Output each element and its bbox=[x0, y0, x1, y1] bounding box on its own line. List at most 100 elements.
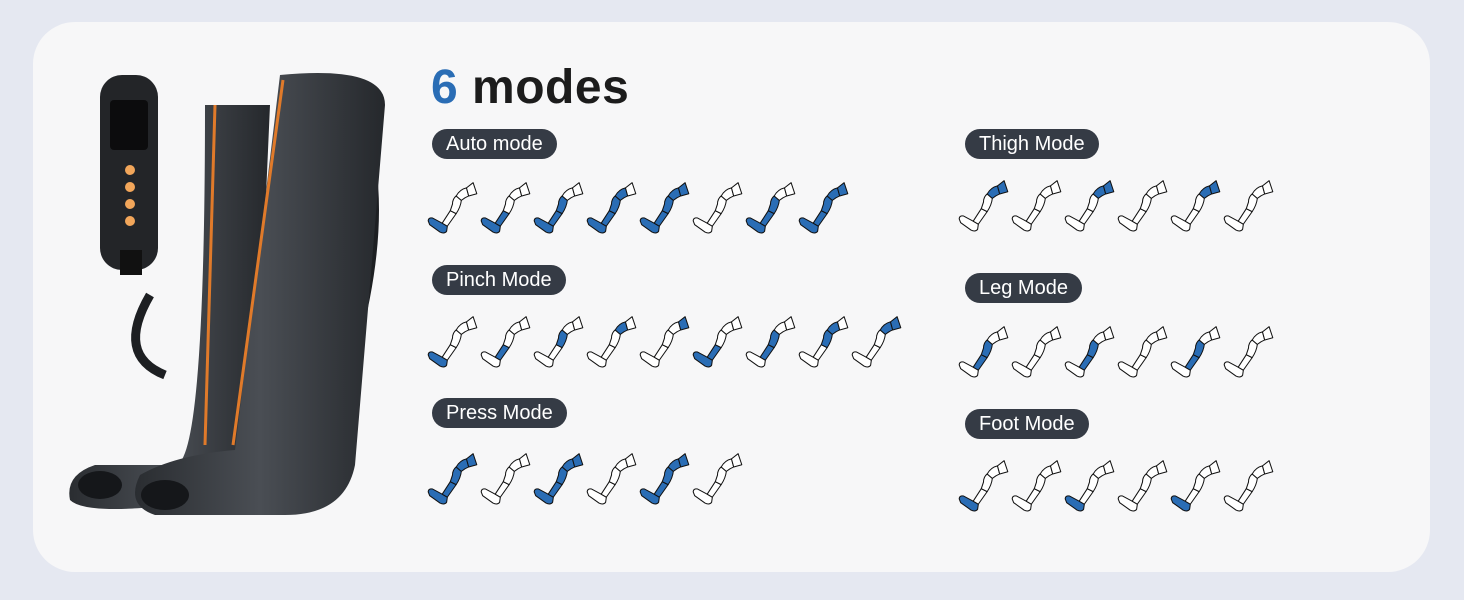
leg-segment-foot-active bbox=[692, 351, 713, 368]
leg-segment-upper-thigh bbox=[1208, 460, 1221, 475]
leg-step-icon bbox=[1223, 326, 1274, 378]
leg-mode-sequence bbox=[957, 316, 1275, 386]
leg-step-icon bbox=[480, 316, 531, 368]
leg-segment-foot bbox=[1011, 495, 1032, 512]
leg-segment-upper-thigh bbox=[1261, 180, 1274, 195]
leg-step-icon bbox=[1117, 326, 1168, 378]
leg-step-icon bbox=[480, 453, 531, 505]
leg-segment-foot bbox=[1223, 361, 1244, 378]
leg-segment-foot bbox=[480, 351, 501, 368]
leg-segment-upper-thigh bbox=[465, 316, 478, 331]
leg-step-icon bbox=[798, 182, 849, 234]
leg-step-icon bbox=[427, 316, 478, 368]
leg-segment-foot-active bbox=[798, 217, 819, 234]
leg-segment-foot-active bbox=[639, 488, 660, 505]
leg-segment-foot bbox=[586, 488, 607, 505]
mode-label-pinch: Pinch Mode bbox=[432, 265, 566, 295]
leg-segment-foot bbox=[1011, 361, 1032, 378]
leg-segment-foot-active bbox=[639, 217, 660, 234]
leg-segment-upper-thigh bbox=[1102, 460, 1115, 475]
leg-massager-product-image bbox=[69, 73, 385, 515]
leg-step-icon bbox=[692, 316, 743, 368]
mode-label-foot: Foot Mode bbox=[965, 409, 1089, 439]
leg-step-icon bbox=[692, 182, 743, 234]
leg-segment-upper-thigh bbox=[1155, 460, 1168, 475]
leg-segment-foot bbox=[798, 351, 819, 368]
leg-segment-foot bbox=[692, 217, 713, 234]
leg-step-icon bbox=[1064, 180, 1115, 232]
auto-mode-sequence bbox=[426, 172, 850, 242]
leg-step-icon bbox=[745, 316, 796, 368]
leg-segment-foot-active bbox=[745, 217, 766, 234]
leg-segment-foot bbox=[586, 351, 607, 368]
leg-step-icon bbox=[1223, 460, 1274, 512]
leg-segment-upper-thigh bbox=[571, 316, 584, 331]
leg-segment-foot bbox=[639, 351, 660, 368]
leg-segment-foot-active bbox=[427, 217, 448, 234]
leg-segment-foot bbox=[1223, 495, 1244, 512]
leg-step-icon bbox=[1011, 460, 1062, 512]
leg-segment-upper-thigh-active bbox=[465, 453, 478, 468]
leg-step-icon bbox=[1170, 180, 1221, 232]
leg-step-icon bbox=[639, 453, 690, 505]
leg-step-icon bbox=[586, 453, 637, 505]
leg-step-icon bbox=[480, 182, 531, 234]
leg-segment-foot bbox=[1117, 215, 1138, 232]
leg-segment-upper-thigh-active bbox=[677, 182, 690, 197]
leg-step-icon bbox=[958, 180, 1009, 232]
leg-segment-upper-thigh bbox=[571, 182, 584, 197]
leg-segment-foot-active bbox=[427, 488, 448, 505]
leg-segment-upper-thigh bbox=[1049, 326, 1062, 341]
title-text: modes bbox=[472, 61, 630, 114]
mode-count: 6 bbox=[431, 61, 459, 114]
leg-segment-foot bbox=[1064, 215, 1085, 232]
leg-segment-foot-active bbox=[1064, 495, 1085, 512]
pinch-mode-sequence bbox=[426, 306, 903, 376]
leg-segment-upper-thigh bbox=[1102, 326, 1115, 341]
leg-segment-upper-thigh bbox=[465, 182, 478, 197]
leg-segment-foot bbox=[1223, 215, 1244, 232]
leg-step-icon bbox=[639, 182, 690, 234]
mode-label-leg: Leg Mode bbox=[965, 273, 1082, 303]
leg-segment-foot bbox=[1011, 215, 1032, 232]
leg-segment-upper-thigh bbox=[518, 453, 531, 468]
leg-segment-upper-thigh bbox=[836, 316, 849, 331]
leg-segment-foot-active bbox=[586, 217, 607, 234]
leg-segment-upper-thigh bbox=[624, 316, 637, 331]
leg-segment-upper-thigh-active bbox=[1208, 180, 1221, 195]
leg-step-icon bbox=[1011, 180, 1062, 232]
leg-segment-upper-thigh-active bbox=[571, 453, 584, 468]
leg-segment-upper-thigh-active bbox=[996, 180, 1009, 195]
leg-segment-upper-thigh bbox=[518, 316, 531, 331]
leg-step-icon bbox=[1170, 460, 1221, 512]
mode-label-thigh: Thigh Mode bbox=[965, 129, 1099, 159]
leg-segment-foot bbox=[1170, 215, 1191, 232]
leg-segment-upper-thigh-active bbox=[889, 316, 902, 331]
leg-segment-upper-thigh bbox=[730, 316, 743, 331]
leg-segment-upper-thigh bbox=[1049, 460, 1062, 475]
leg-segment-upper-thigh bbox=[1261, 326, 1274, 341]
leg-step-icon bbox=[427, 182, 478, 234]
thigh-mode-sequence bbox=[957, 170, 1275, 240]
leg-segment-upper-thigh bbox=[730, 182, 743, 197]
leg-segment-foot bbox=[1117, 495, 1138, 512]
leg-segment-foot-active bbox=[958, 495, 979, 512]
leg-segment-foot-active bbox=[533, 217, 554, 234]
leg-step-icon bbox=[692, 453, 743, 505]
leg-step-icon bbox=[851, 316, 902, 368]
leg-step-icon bbox=[639, 316, 690, 368]
leg-segment-foot bbox=[692, 488, 713, 505]
leg-step-icon bbox=[1223, 180, 1274, 232]
leg-segment-upper-thigh-active bbox=[677, 453, 690, 468]
leg-step-icon bbox=[533, 182, 584, 234]
leg-segment-upper-thigh bbox=[730, 453, 743, 468]
leg-segment-upper-thigh-active bbox=[1102, 180, 1115, 195]
leg-segment-foot-active bbox=[480, 217, 501, 234]
leg-segment-foot bbox=[1064, 361, 1085, 378]
leg-step-icon bbox=[958, 460, 1009, 512]
leg-segment-upper-thigh bbox=[783, 316, 796, 331]
leg-segment-upper-thigh bbox=[624, 453, 637, 468]
leg-segment-foot bbox=[1170, 361, 1191, 378]
leg-segment-upper-thigh bbox=[624, 182, 637, 197]
leg-segment-foot bbox=[1117, 361, 1138, 378]
